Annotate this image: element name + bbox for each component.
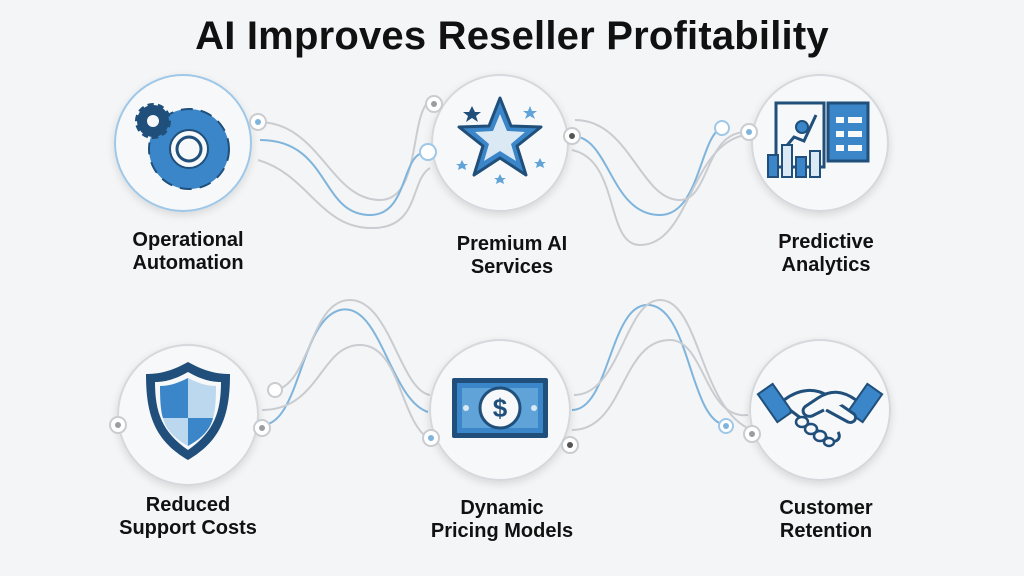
dollar-bill-icon: $	[452, 378, 548, 438]
connector-dot	[718, 418, 734, 434]
handshake-icon	[756, 382, 884, 448]
star-icon	[456, 96, 546, 184]
connector-dot	[714, 120, 730, 136]
label-premium-ai-services: Premium AI Services	[412, 233, 612, 279]
svg-text:$: $	[493, 393, 508, 423]
label-line: Services	[470, 256, 554, 278]
label-line: Automation	[132, 252, 244, 274]
label-line: Operational	[132, 229, 244, 251]
label-line: Predictive	[778, 231, 874, 253]
connectors-bottom	[261, 298, 753, 439]
label-line: Analytics	[781, 254, 871, 276]
page-title: AI Improves Reseller Profitability	[195, 14, 829, 58]
connector-dot	[419, 143, 437, 161]
connector-dot	[253, 419, 271, 437]
connector-dot	[267, 382, 283, 398]
connector-dot	[249, 113, 267, 131]
connector-dot	[561, 436, 579, 454]
label-operational-automation: Operational Automation	[88, 229, 288, 275]
connector-dot	[740, 123, 758, 141]
label-customer-retention: Customer Retention	[726, 497, 926, 543]
label-line: Customer	[779, 497, 873, 519]
connector-dot	[422, 429, 440, 447]
gears-icon	[135, 103, 230, 190]
shield-icon	[146, 362, 230, 460]
connector-dots	[109, 95, 761, 454]
label-line: Support Costs	[119, 517, 257, 539]
connectors-top	[257, 101, 749, 247]
label-line: Premium AI	[456, 233, 568, 255]
label-line: Dynamic	[460, 497, 544, 519]
connector-dot	[743, 425, 761, 443]
label-line: Reduced	[145, 494, 231, 516]
connector-dot	[109, 416, 127, 434]
connector-dot	[425, 95, 443, 113]
label-line: Pricing Models	[430, 520, 574, 542]
label-predictive-analytics: Predictive Analytics	[726, 231, 926, 277]
label-line: Retention	[779, 520, 873, 542]
label-reduced-support-costs: Reduced Support Costs	[88, 494, 288, 540]
analytics-chart-icon	[767, 101, 870, 178]
connector-dot	[563, 127, 581, 145]
label-dynamic-pricing-models: Dynamic Pricing Models	[402, 497, 602, 543]
